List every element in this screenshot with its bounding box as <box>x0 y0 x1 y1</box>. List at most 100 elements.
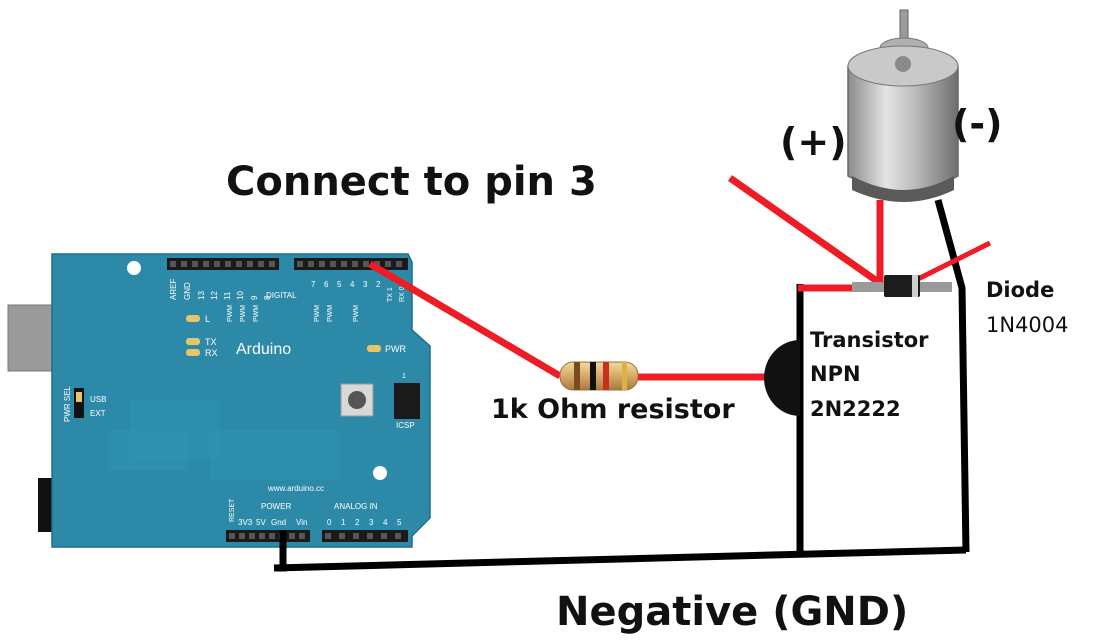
header-pin <box>385 261 391 267</box>
label-diode-part: 1N4004 <box>986 313 1069 337</box>
pin-label: 11 <box>223 291 232 300</box>
header-pin <box>341 261 347 267</box>
wire-ground-bus <box>273 546 967 572</box>
board-trace <box>210 430 340 480</box>
header-pin <box>363 261 369 267</box>
analog-pin-label: 3 <box>369 518 374 527</box>
reset-button-cap <box>348 391 366 409</box>
header-pin <box>259 533 265 539</box>
label-transistor-type: NPN <box>810 362 861 386</box>
led-tx-label: TX <box>205 337 217 347</box>
resistor <box>559 361 639 391</box>
led-l-label: L <box>205 314 210 324</box>
header-pin <box>299 533 305 539</box>
led-l <box>186 315 200 322</box>
pwm-label: PWM <box>353 305 360 322</box>
header-pin <box>170 261 176 267</box>
header-pin <box>352 261 358 267</box>
header-pin <box>308 261 314 267</box>
header-pin <box>249 533 255 539</box>
header-pin <box>258 261 264 267</box>
header-pin <box>367 533 373 539</box>
board-name: Arduino <box>236 341 291 358</box>
diode-band <box>912 275 918 297</box>
pwm-label: PWM <box>240 305 247 322</box>
header-labels-left: AREF GND 13 12 11 10 9 8 <box>169 279 272 300</box>
analog-pin-label: 1 <box>341 518 346 527</box>
header-pin <box>181 261 187 267</box>
label-transistor-part: 2N2222 <box>810 397 901 421</box>
header-pin <box>269 533 275 539</box>
pin-label: 2 <box>376 280 381 289</box>
arduino-board: AREF GND 13 12 11 10 9 8 DIGITAL 7 6 5 4… <box>7 253 431 548</box>
header-pin <box>339 533 345 539</box>
pin-label: 9 <box>250 295 259 300</box>
header-pin <box>330 261 336 267</box>
pin-label: 4 <box>350 280 355 289</box>
pwr-sel-label: PWR SEL <box>63 385 72 422</box>
header-pin <box>247 261 253 267</box>
jumper-cap <box>76 392 82 402</box>
header-power <box>226 530 310 542</box>
pin-label: GND <box>183 282 192 300</box>
pin-label: TX 1 <box>387 287 394 302</box>
pin-label: 12 <box>210 291 219 300</box>
header-pin <box>325 533 331 539</box>
usb-label: USB <box>90 395 106 404</box>
icsp-label: ICSP <box>396 421 415 430</box>
header-pin <box>289 533 295 539</box>
header-pin <box>214 261 220 267</box>
led-rx-label: RX <box>205 348 218 358</box>
power-pin-label: 5V <box>256 518 266 527</box>
pin-label: 7 <box>311 280 316 289</box>
header-pin <box>297 261 303 267</box>
label-diode: Diode <box>986 278 1054 302</box>
label-transistor: Transistor <box>810 328 929 352</box>
icsp-header <box>394 383 420 419</box>
pwr-led <box>367 345 381 352</box>
analog-pin-label: 5 <box>397 518 402 527</box>
power-pin-label: Vin <box>296 518 307 527</box>
mount-hole <box>127 261 141 275</box>
digital-label: DIGITAL <box>266 291 297 300</box>
header-labels-right: 7 6 5 4 3 2 TX 1 RX 0 <box>311 280 406 302</box>
led-tx <box>186 338 200 345</box>
led-rx <box>186 349 200 356</box>
pin-label: AREF <box>169 279 178 300</box>
label-connect-pin: Connect to pin 3 <box>226 159 597 205</box>
wire-motor-negative <box>934 199 970 553</box>
header-pin <box>236 261 242 267</box>
power-pin-label: 3V3 <box>238 518 253 527</box>
header-pin <box>192 261 198 267</box>
board-website: www.arduino.cc <box>267 484 324 493</box>
header-pin <box>229 533 235 539</box>
header-pin <box>395 533 401 539</box>
resistor-band <box>574 362 580 390</box>
analog-label: ANALOG IN <box>334 502 378 511</box>
power-pin-label: RESET <box>229 498 236 522</box>
transistor-body <box>764 340 800 416</box>
header-pin <box>203 261 209 267</box>
header-pin <box>374 261 380 267</box>
mount-hole <box>373 466 387 480</box>
analog-pin-label: 4 <box>383 518 388 527</box>
chip-outline <box>108 430 188 470</box>
resistor-band <box>622 362 627 390</box>
header-pin <box>396 261 402 267</box>
pin-label: 5 <box>337 280 342 289</box>
analog-pin-labels: 0 1 2 3 4 5 <box>327 518 402 527</box>
header-pin <box>269 261 275 267</box>
pin-label: 13 <box>197 291 206 300</box>
diode <box>852 275 952 297</box>
header-pin <box>353 533 359 539</box>
pwr-sel-jumper <box>74 388 84 418</box>
pin-label: 6 <box>324 280 329 289</box>
label-motor-negative: (-) <box>952 102 1003 146</box>
ext-label: EXT <box>90 409 106 418</box>
header-pin <box>381 533 387 539</box>
dc-motor <box>847 9 959 202</box>
analog-pin-label: 0 <box>327 518 332 527</box>
header-pin <box>239 533 245 539</box>
pwr-led-label: PWR <box>385 344 406 354</box>
